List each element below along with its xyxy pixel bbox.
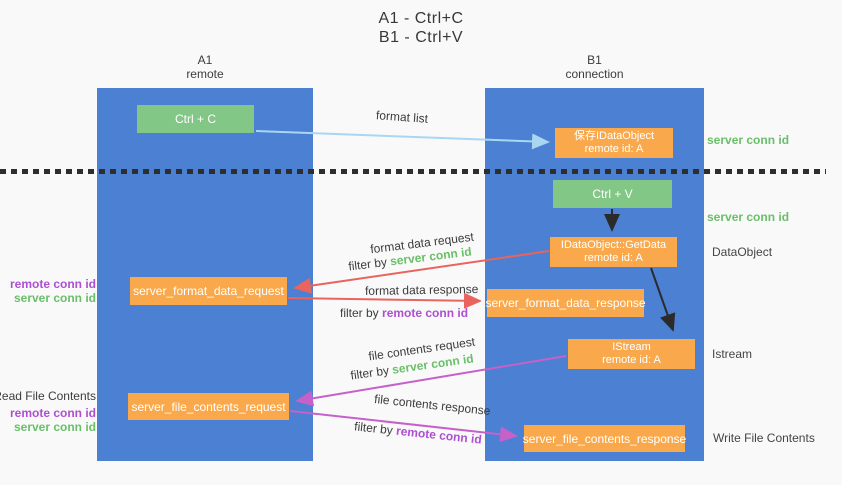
server-format-data-request-label: server_format_data_request [133, 284, 284, 298]
annotation-server-conn-id-mid: server conn id [707, 210, 790, 224]
annotation-cluster-format-request: remote conn id server conn id [10, 277, 96, 305]
label-filter-by-remote-conn-id-1: filter by remote conn id [340, 306, 468, 320]
node-istream: IStream remote id: A [568, 339, 695, 369]
lane-b-role: connection [565, 67, 624, 81]
label-format-list: format list [375, 108, 429, 126]
remote-conn-id-text: remote conn id [395, 423, 483, 447]
lane-a-role: remote [186, 67, 224, 81]
lane-b-name: B1 [587, 53, 602, 67]
filter-by-text: filter by [353, 419, 394, 438]
server-file-contents-response-label: server_file_contents_response [522, 431, 687, 446]
save-idataobject-title: 保存IDataObject [573, 130, 655, 142]
label-file-contents-response: file contents response [373, 391, 492, 419]
node-server-format-data-response: server_format_data_response [485, 289, 646, 317]
annotation-cluster-file-request: Read File Contents remote conn id server… [0, 389, 96, 434]
annotation-dataobject: DataObject [712, 245, 773, 259]
save-idataobject-remote-id: remote id: A [584, 143, 644, 155]
lane-a-name: A1 [197, 53, 213, 67]
istream-remote-id: remote id: A [602, 354, 661, 366]
annotation-read-file-contents: Read File Contents [0, 389, 96, 403]
annotation-server-conn-id-top: server conn id [707, 133, 790, 147]
filter-by-text: filter by [349, 363, 390, 383]
annotation-remote-conn-id-1: remote conn id [9, 277, 96, 291]
title-line-a1: A1 - Ctrl+C [378, 10, 464, 27]
ctrl-c-label: Ctrl + C [174, 112, 216, 126]
server-file-contents-request-label: server_file_contents_request [131, 399, 286, 414]
getdata-remote-id: remote id: A [584, 252, 643, 264]
filter-by-text: filter by [340, 306, 379, 320]
node-server-format-data-request: server_format_data_request [130, 277, 287, 305]
istream-title: IStream [612, 341, 651, 353]
annotation-server-conn-id-left-2: server conn id [13, 420, 96, 434]
node-save-idataobject: 保存IDataObject remote id: A [555, 128, 673, 158]
annotation-server-conn-id-left-1: server conn id [13, 291, 96, 305]
node-ctrl-c: Ctrl + C [137, 105, 254, 133]
label-format-data-response: format data response [364, 282, 479, 298]
label-filter-by-remote-conn-id-2: filter by remote conn id [354, 419, 483, 446]
annotation-write-file-contents: Write File Contents [713, 431, 815, 445]
annotation-istream: Istream [712, 347, 753, 361]
lane-b-header: B1 connection [485, 53, 704, 81]
lane-a-header: A1 remote [97, 53, 313, 81]
node-ctrl-v: Ctrl + V [553, 180, 672, 208]
ctrl-v-label: Ctrl + V [592, 187, 633, 201]
server-format-data-response-label: server_format_data_response [485, 296, 646, 310]
node-server-file-contents-request: server_file_contents_request [128, 393, 289, 420]
session-divider-dotted-line [0, 169, 826, 174]
annotation-remote-conn-id-2: remote conn id [9, 406, 96, 420]
node-idataobject-getdata: IDataObject::GetData remote id: A [550, 237, 677, 267]
filter-by-text: filter by [347, 254, 388, 274]
title-line-b1: B1 - Ctrl+V [378, 29, 464, 46]
node-server-file-contents-response: server_file_contents_response [522, 425, 687, 452]
remote-conn-id-text: remote conn id [382, 306, 469, 320]
getdata-title: IDataObject::GetData [560, 239, 667, 251]
diagram-title: A1 - Ctrl+C B1 - Ctrl+V [0, 9, 842, 47]
arrow-format-data-response [287, 292, 482, 309]
